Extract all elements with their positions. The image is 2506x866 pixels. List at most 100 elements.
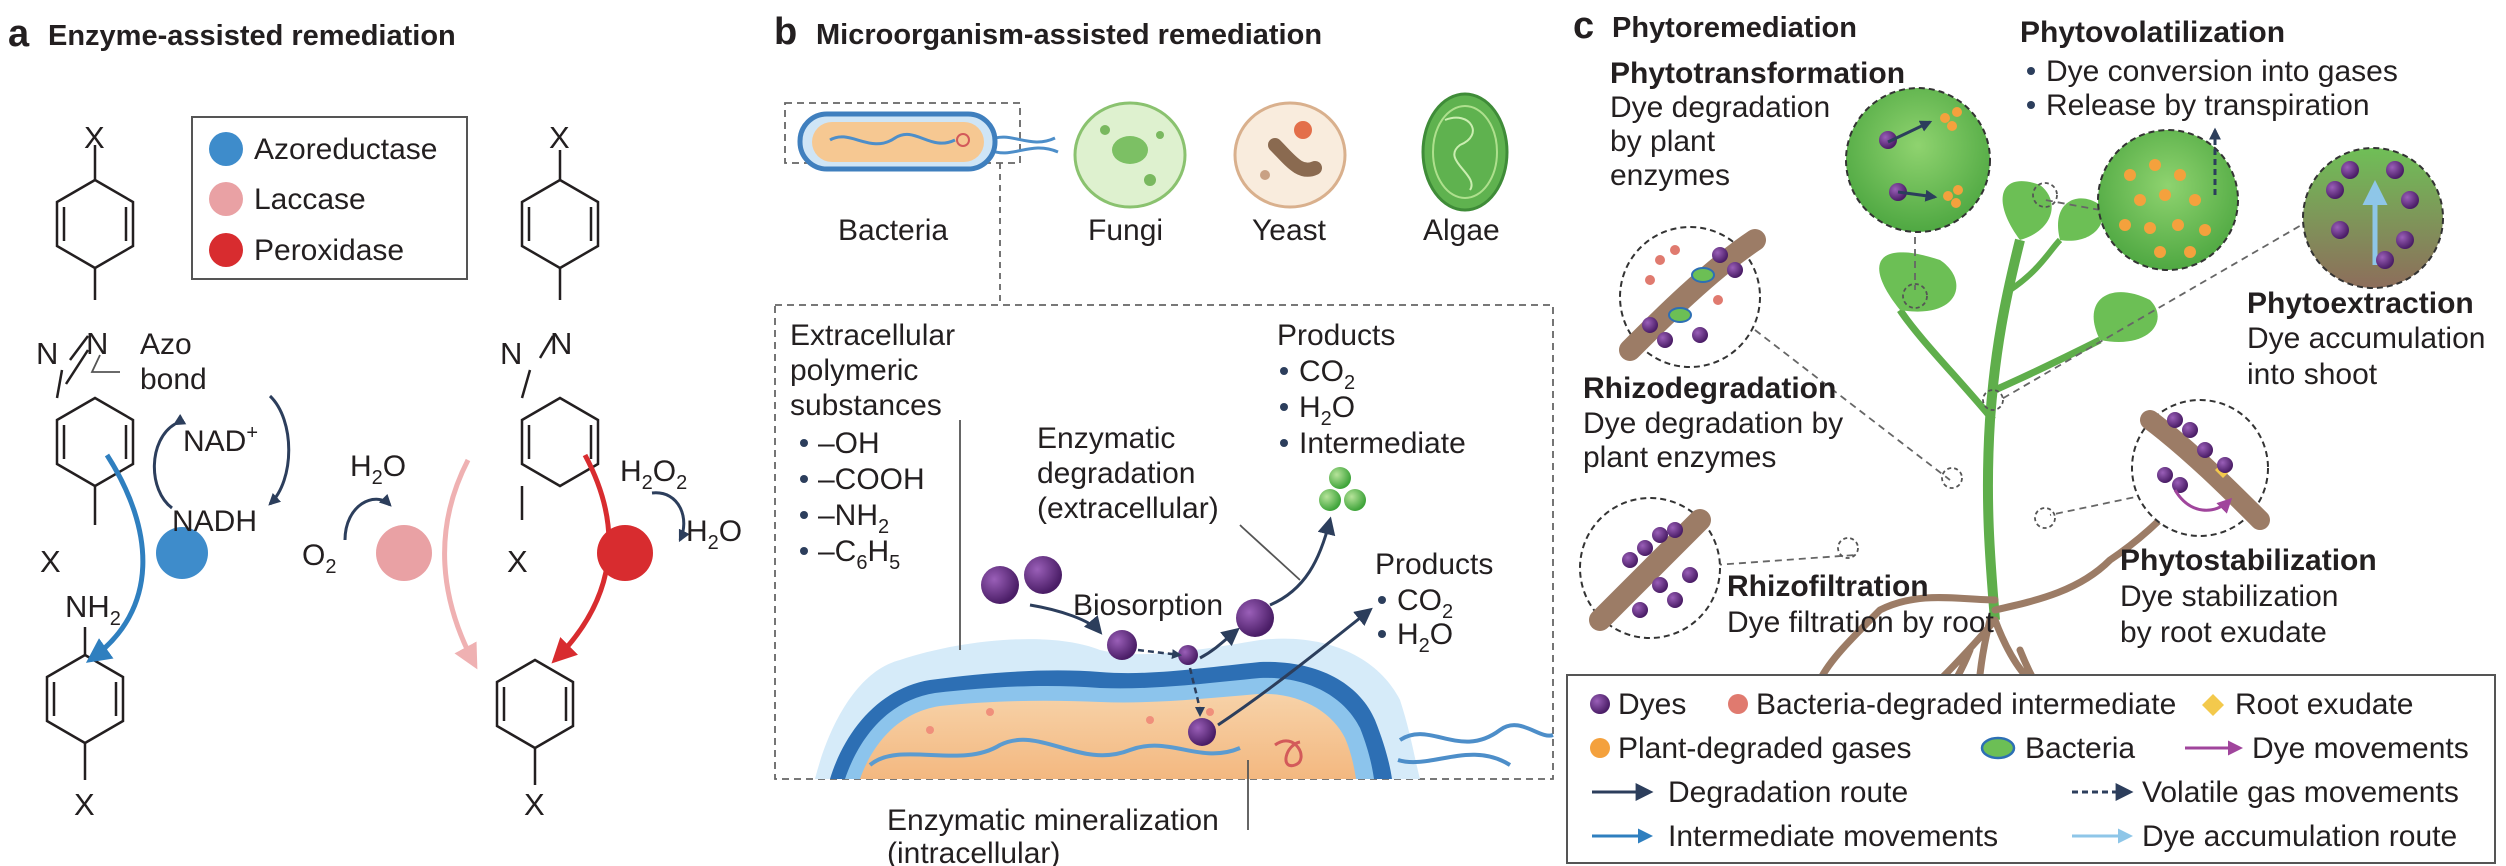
phytovolatilization-line-1: Dye conversion into gases	[2046, 55, 2398, 88]
products-bottom-bullet-2	[1378, 630, 1386, 638]
legend-plant-gases: Plant-degraded gases	[1618, 732, 1912, 765]
rhizofiltration-marker	[1837, 537, 1859, 559]
phytostabilization-title: Phytostabilization	[2120, 544, 2377, 577]
products-bottom-bullet-1	[1378, 596, 1386, 604]
mineralization-line-1: Enzymatic mineralization	[887, 804, 1219, 837]
products-top-bullet-1	[1280, 367, 1288, 375]
right-x-mid: X	[507, 544, 528, 579]
phytoextraction-line-2: into shoot	[2247, 358, 2378, 391]
legend-dyes: Dyes	[1618, 688, 1686, 721]
phytovolatilization-marker	[2032, 182, 2058, 208]
enz-degradation-1: Enzymatic	[1037, 422, 1175, 455]
laccase-h2o-label: H2O	[350, 450, 406, 489]
biosorption-label: Biosorption	[1073, 589, 1223, 622]
dye-transfer-dashed-arrow	[1137, 648, 1182, 660]
bacterial-cell-cross-section	[815, 638, 1554, 779]
left-n-lower: N	[36, 336, 58, 371]
rhizodegradation-title: Rhizodegradation	[1583, 372, 1836, 405]
eps-cooh: –COOH	[818, 463, 925, 496]
right-x-bottom: X	[524, 787, 545, 822]
azo-label-2: bond	[140, 363, 207, 396]
phytostabilization-marker	[2034, 507, 2056, 529]
laccase-swatch	[209, 182, 243, 216]
phytostabilization-inset	[2131, 399, 2270, 537]
left-x-top: X	[84, 120, 105, 155]
organism-bacteria: Bacteria	[838, 214, 948, 247]
h2o2-label: H2O2	[620, 455, 687, 494]
azoreductase-swatch	[209, 132, 243, 166]
panel-a-letter: a	[8, 13, 30, 55]
phytotransformation-line-1: Dye degradation	[1610, 91, 1830, 124]
azoreductase-reaction-arrow	[85, 453, 146, 663]
peroxidase-swatch	[209, 233, 243, 267]
panel-b-letter: b	[774, 11, 797, 53]
intermediate-ball-1	[1329, 467, 1351, 489]
panel-c-letter: c	[1573, 5, 1594, 47]
phytostabilization-line-1: Dye stabilization	[2120, 580, 2338, 613]
eps-line-1: Extracellular	[790, 319, 955, 352]
legend-bacteria-intermediate: Bacteria-degraded intermediate	[1756, 688, 2176, 721]
organism-yeast: Yeast	[1252, 214, 1327, 247]
left-x-mid: X	[40, 544, 61, 579]
azo-label-1: Azo	[140, 328, 192, 361]
products-top-bullet-3	[1280, 439, 1288, 447]
nadh-label: NADH	[172, 505, 257, 538]
phytoextraction-title: Phytoextraction	[2247, 287, 2474, 320]
enzyme-legend-box	[191, 116, 468, 280]
panel-c-title: Phytoremediation	[1612, 12, 1857, 44]
phytotransformation-marker	[1902, 283, 1928, 309]
phytostabilization-line-2: by root exudate	[2120, 616, 2327, 649]
phytoextraction-marker	[1982, 389, 2004, 411]
rhizodegradation-line-2: plant enzymes	[1583, 441, 1776, 474]
left-n-bond	[55, 369, 64, 399]
phytotransformation-inset	[1845, 87, 1991, 233]
phytotransformation-line-2: by plant	[1610, 125, 1716, 158]
intermediate-ball-3	[1344, 489, 1366, 511]
peroxidase-h2o-label: H2O	[686, 515, 742, 554]
eps-oh: –OH	[818, 427, 880, 460]
benzene-product-right	[495, 658, 575, 785]
phytoextraction-inset	[2302, 147, 2444, 289]
mineralization-line-2: (intracellular)	[887, 837, 1060, 866]
rhizofiltration-line-1: Dye filtration by root	[1727, 606, 1994, 639]
organism-algae: Algae	[1423, 214, 1500, 247]
callout-connectors	[1714, 199, 2311, 566]
legend-plant-gases-swatch	[1590, 738, 1610, 758]
right-n-upper: N	[550, 326, 572, 361]
products-top-co2: CO2	[1299, 355, 1355, 394]
eps-nh2: –NH2	[818, 499, 889, 538]
products-top-bullet-2	[1280, 403, 1288, 411]
enz-degradation-pointer	[1239, 524, 1301, 581]
products-top-intermediate: Intermediate	[1299, 427, 1466, 460]
enz-degradation-2: degradation	[1037, 457, 1195, 490]
products-top-title: Products	[1277, 319, 1395, 352]
phytoextraction-line-1: Dye accumulation	[2247, 322, 2485, 355]
rhizodegradation-inset	[1619, 226, 1766, 368]
eps-bullet-3	[800, 511, 808, 519]
eps-bullet-1	[800, 439, 808, 447]
rhizodegradation-line-1: Dye degradation by	[1583, 407, 1843, 440]
legend-bacteria-swatch	[1980, 736, 2016, 760]
legend-bacteria: Bacteria	[2025, 732, 2135, 765]
eps-bullet-4	[800, 547, 808, 555]
legend-volatile: Volatile gas movements	[2142, 776, 2459, 809]
phytovolatilization-inset	[2097, 127, 2239, 271]
dye-intracellular	[1188, 718, 1216, 746]
azoreductase-enzyme	[156, 527, 208, 579]
dye-molecule-1	[981, 566, 1019, 604]
left-n-upper: N	[86, 326, 108, 361]
products-bottom-co2: CO2	[1397, 584, 1453, 623]
laccase-o2-arrow	[343, 493, 392, 541]
biosorption-arrow	[1029, 603, 1103, 635]
phytotransformation-title: Phytotransformation	[1610, 57, 1905, 90]
azo-bond-pointer	[90, 354, 120, 373]
legend-dye-movements: Dye movements	[2252, 732, 2469, 765]
rhizofiltration-title: Rhizofiltration	[1727, 570, 1929, 603]
legend-root-exudate-swatch	[2202, 694, 2224, 716]
intermediate-ball-2	[1319, 489, 1341, 511]
phytotransformation-line-3: enzymes	[1610, 159, 1730, 192]
nad-arrow-right	[268, 394, 291, 506]
mineralization-arrow	[1217, 607, 1373, 727]
legend-dyes-swatch	[1590, 694, 1610, 714]
